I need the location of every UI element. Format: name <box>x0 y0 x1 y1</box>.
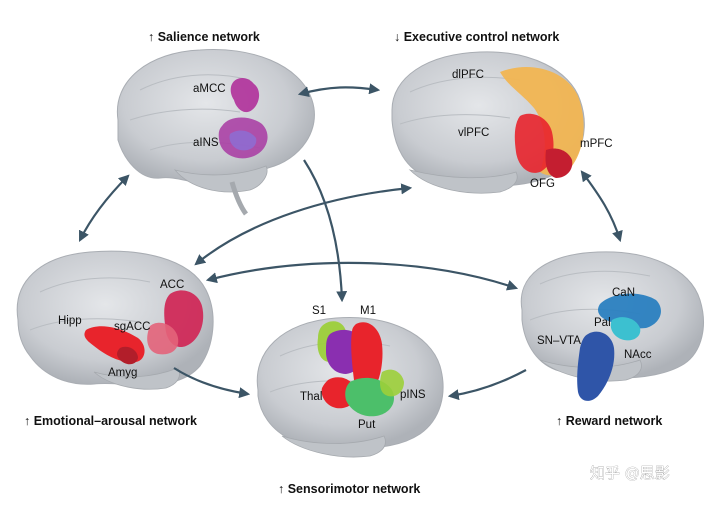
region-label-pal: Pal <box>594 317 611 329</box>
region-label-mpfc: mPFC <box>580 138 613 150</box>
region-label-dlpfc: dlPFC <box>452 69 484 81</box>
region-label-s1: S1 <box>312 305 326 317</box>
watermark: 知乎 @思影 <box>590 464 670 482</box>
arrow-emotional-reward <box>205 261 519 291</box>
region-label-m1: M1 <box>360 305 376 317</box>
region-label-amyg: Amyg <box>108 367 137 379</box>
reward-regions <box>577 293 661 401</box>
arrow-executive-emotional <box>194 183 413 266</box>
region-label-vlpfc: vlPFC <box>458 127 489 139</box>
executive-regions <box>500 66 584 178</box>
salience-regions <box>218 78 268 159</box>
arrow-salience-sensorimotor <box>303 159 348 303</box>
reward-title: ↑ Reward network <box>556 414 662 428</box>
network-arrows <box>79 83 623 401</box>
sensorimotor-title: ↑ Sensorimotor network <box>278 482 420 496</box>
emotional-title: ↑ Emotional–arousal network <box>24 414 197 428</box>
region-label-acc: ACC <box>160 279 184 291</box>
salience-title: ↑ Salience network <box>148 30 260 44</box>
region-label-sn-vta: SN–VTA <box>537 335 581 347</box>
region-label-ains: aINS <box>193 137 219 149</box>
region-label-thal: Thal <box>300 391 322 403</box>
sensorimotor-regions <box>317 321 404 417</box>
arrow-salience-executive <box>297 83 381 98</box>
region-label-amcc: aMCC <box>193 83 226 95</box>
region-label-can: CaN <box>612 287 635 299</box>
region-label-pins: pINS <box>400 389 426 401</box>
region-label-hipp: Hipp <box>58 315 82 327</box>
region-label-sgacc: sgACC <box>114 321 150 333</box>
executive-title: ↓ Executive control network <box>394 30 559 44</box>
region-label-nacc: NAcc <box>624 349 652 361</box>
arrow-executive-reward <box>580 170 623 243</box>
arrow-salience-emotional <box>79 174 130 242</box>
arrow-reward-sensorimotor <box>447 369 527 401</box>
region-label-put: Put <box>358 419 376 431</box>
emotional-regions <box>84 290 204 365</box>
arrow-emotional-sensorimotor <box>173 367 251 399</box>
region-label-ofg: OFG <box>530 178 555 190</box>
salience-brain <box>116 48 315 216</box>
